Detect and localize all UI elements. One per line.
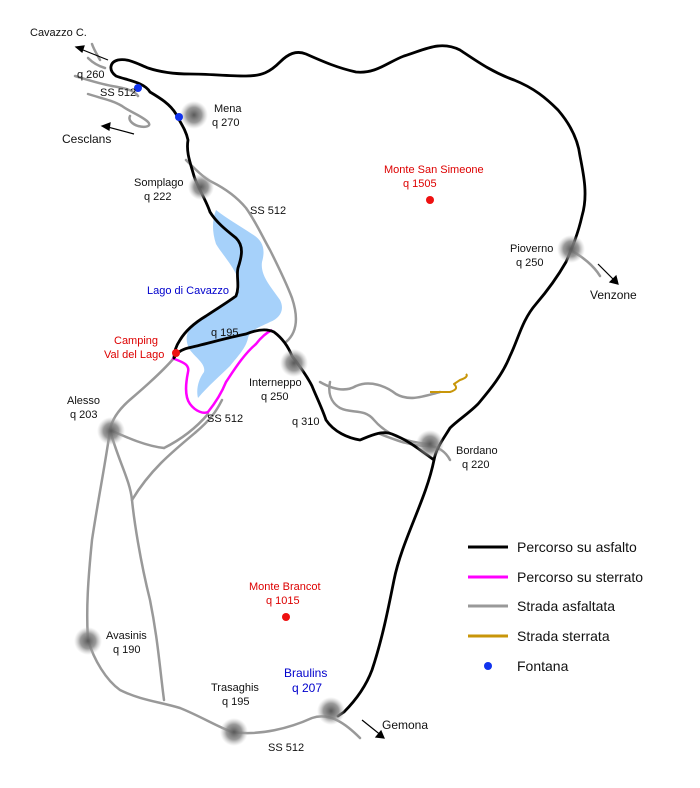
label-mena-q: q 270 bbox=[212, 117, 240, 129]
label-cavazzo: Cavazzo C. bbox=[30, 27, 87, 39]
label-mena: Mena bbox=[214, 103, 242, 115]
dirt-route bbox=[171, 328, 273, 414]
label-interneppo-q: q 250 bbox=[261, 391, 289, 403]
label-somplago-q: q 222 bbox=[144, 191, 172, 203]
arrow-gemona-icon bbox=[361, 719, 385, 739]
peak-monte-san-simeone bbox=[426, 196, 434, 204]
label-bordano-q: q 220 bbox=[462, 459, 490, 471]
dirt-road bbox=[430, 373, 468, 393]
label-ss512-low: SS 512 bbox=[207, 413, 243, 425]
label-monte-brancot: Monte Brancot bbox=[249, 581, 321, 593]
label-alesso-q: q 203 bbox=[70, 409, 98, 421]
town-markers bbox=[74, 101, 585, 746]
label-q260: q 260 bbox=[77, 69, 105, 81]
label-trasaghis: Trasaghis bbox=[211, 682, 259, 694]
lake-area bbox=[186, 210, 282, 398]
label-ss512-mid: SS 512 bbox=[250, 205, 286, 217]
town-marker-interneppo bbox=[280, 349, 308, 377]
legend-swatch-fountain bbox=[484, 662, 492, 670]
label-bordano: Bordano bbox=[456, 445, 498, 457]
label-pioverno: Pioverno bbox=[510, 243, 553, 255]
town-marker-trasaghis bbox=[220, 718, 248, 746]
label-avasinis: Avasinis bbox=[106, 630, 147, 642]
legend-label-dirt-route: Percorso su sterrato bbox=[517, 569, 643, 585]
fountain-mena bbox=[175, 113, 183, 121]
asphalt-route bbox=[109, 44, 587, 718]
arrow-cesclans-icon bbox=[100, 122, 135, 135]
label-monte-brancot-q: q 1015 bbox=[266, 595, 300, 607]
label-lago-q: q 195 bbox=[211, 327, 239, 339]
label-gemona: Gemona bbox=[382, 718, 428, 732]
arrow-venzone-icon bbox=[597, 263, 619, 285]
label-ss512-top: SS 512 bbox=[100, 87, 136, 99]
legend-label-fountain: Fontana bbox=[517, 658, 569, 674]
direction-arrows bbox=[74, 45, 619, 739]
label-ss512-bottom: SS 512 bbox=[268, 742, 304, 754]
label-lago: Lago di Cavazzo bbox=[147, 285, 229, 297]
town-marker-pioverno bbox=[557, 235, 585, 263]
label-alesso: Alesso bbox=[67, 395, 100, 407]
town-marker-avasinis bbox=[74, 627, 102, 655]
label-trasaghis-q: q 195 bbox=[222, 696, 250, 708]
label-camping-1: Camping bbox=[114, 335, 158, 347]
peak-monte-brancot bbox=[282, 613, 290, 621]
label-cesclans: Cesclans bbox=[62, 132, 111, 146]
fountain-ss512 bbox=[134, 84, 142, 92]
town-marker-somplago bbox=[188, 174, 214, 200]
label-q310: q 310 bbox=[292, 416, 320, 428]
arrow-cavazzo-icon bbox=[74, 45, 109, 61]
paved-roads bbox=[73, 42, 602, 740]
town-marker-braulins bbox=[317, 697, 345, 725]
label-pioverno-q: q 250 bbox=[516, 257, 544, 269]
legend-label-asphalt: Percorso su asfalto bbox=[517, 539, 637, 555]
town-marker-mena bbox=[180, 101, 208, 129]
label-venzone: Venzone bbox=[590, 288, 637, 302]
legend: Percorso su asfalto Percorso su sterrato… bbox=[468, 539, 643, 674]
label-braulins-q: q 207 bbox=[292, 681, 322, 695]
town-marker-bordano bbox=[416, 430, 444, 458]
map-labels: Cavazzo C. q 260 SS 512 Cesclans Mena q … bbox=[30, 27, 637, 754]
camping-marker bbox=[172, 349, 180, 357]
town-marker-alesso bbox=[97, 417, 125, 445]
legend-label-paved-road: Strada asfaltata bbox=[517, 598, 615, 614]
label-camping-2: Val del Lago bbox=[104, 349, 164, 361]
label-monte-san-simeone: Monte San Simeone bbox=[384, 164, 484, 176]
label-braulins: Braulins bbox=[284, 666, 327, 680]
legend-label-dirt-road: Strada sterrata bbox=[517, 628, 610, 644]
label-avasinis-q: q 190 bbox=[113, 644, 141, 656]
label-monte-san-simeone-q: q 1505 bbox=[403, 178, 437, 190]
label-somplago: Somplago bbox=[134, 177, 184, 189]
label-interneppo: Interneppo bbox=[249, 377, 302, 389]
